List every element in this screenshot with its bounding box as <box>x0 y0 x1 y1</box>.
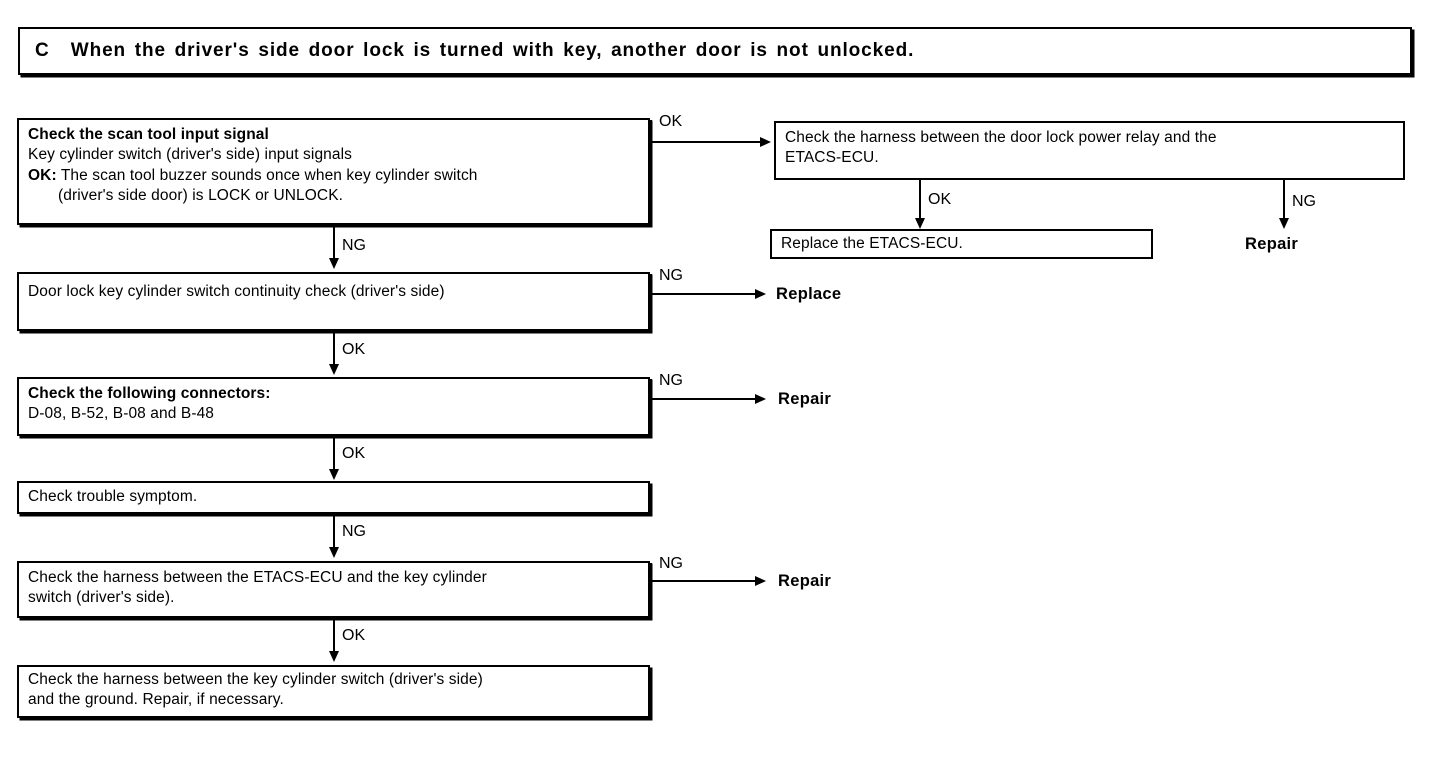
edge-relay-ok-line <box>919 180 921 222</box>
terminal-repair-connectors: Repair <box>778 390 832 408</box>
replace-ecu-text: Replace the ETACS-ECU. <box>781 235 963 252</box>
harness-ecu-key-line1: Check the harness between the ETACS-ECU … <box>28 569 487 586</box>
header-letter: C <box>35 40 49 61</box>
edge-connectors-ng-horizontal <box>650 398 758 400</box>
edge-label-scan-ok: OK <box>659 113 683 130</box>
edge-label-connectors-ok: OK <box>342 445 366 462</box>
edge-label-relay-ng: NG <box>1292 193 1316 210</box>
edge-continuity-ok-arrowhead <box>328 364 339 375</box>
node-harness-ground: Check the harness between the key cylind… <box>17 665 650 718</box>
edge-harness-ecu-ng-horizontal <box>650 580 758 582</box>
continuity-text: Door lock key cylinder switch continuity… <box>28 283 445 300</box>
edge-scan-ok-arrowhead <box>760 136 771 147</box>
harness-relay-line2: ETACS-ECU. <box>785 149 879 167</box>
edge-connectors-ng-arrowhead <box>755 393 766 404</box>
edge-scan-ok-horizontal <box>650 141 762 143</box>
edge-harness-ecu-ok-arrowhead <box>328 651 339 662</box>
node-check-trouble-symptom: Check trouble symptom. <box>17 481 650 514</box>
terminal-repair-harness: Repair <box>778 572 832 590</box>
edge-label-harness-ecu-ng: NG <box>659 555 683 572</box>
node-check-scan-tool: Check the scan tool input signal Key cyl… <box>17 118 650 225</box>
edge-connectors-ng-vertical <box>650 379 652 399</box>
edge-label-symptom-ng: NG <box>342 523 366 540</box>
edge-harness-ecu-ok-line <box>333 619 335 654</box>
edge-label-connectors-ng: NG <box>659 372 683 389</box>
edge-label-continuity-ng: NG <box>659 267 683 284</box>
edge-continuity-ng-arrowhead <box>755 288 766 299</box>
edge-symptom-ng-line <box>333 515 335 550</box>
terminal-replace: Replace <box>776 285 842 303</box>
edge-continuity-ng-vertical <box>650 274 652 294</box>
node-check-connectors: Check the following connectors: D-08, B-… <box>17 377 650 436</box>
harness-relay-line1: Check the harness between the door lock … <box>785 129 1217 146</box>
edge-scan-ng-arrowhead <box>328 258 339 269</box>
scan-tool-line4: (driver's side door) is LOCK or UNLOCK. <box>58 187 344 205</box>
edge-relay-ng-line <box>1283 180 1285 222</box>
page-title: When the driver's side door lock is turn… <box>70 40 915 61</box>
node-harness-power-relay: Check the harness between the door lock … <box>774 121 1405 180</box>
edge-continuity-ng-horizontal <box>650 293 758 295</box>
edge-label-scan-ng: NG <box>342 237 366 254</box>
connectors-title: Check the following connectors: <box>28 385 271 402</box>
edge-harness-ecu-ng-vertical <box>650 563 652 581</box>
edge-relay-ok-arrowhead <box>914 218 925 229</box>
harness-ground-line1: Check the harness between the key cylind… <box>28 671 483 688</box>
edge-connectors-ok-arrowhead <box>328 469 339 480</box>
edge-label-harness-ecu-ok: OK <box>342 627 366 644</box>
node-replace-etacs-ecu: Replace the ETACS-ECU. <box>770 229 1153 259</box>
scan-tool-line2: Key cylinder switch (driver's side) inpu… <box>28 146 353 164</box>
terminal-repair-right: Repair <box>1245 235 1299 253</box>
edge-scan-ok-vertical <box>650 120 652 142</box>
edge-connectors-ok-line <box>333 437 335 472</box>
connectors-line2: D-08, B-52, B-08 and B-48 <box>28 405 215 423</box>
harness-ground-line2: and the ground. Repair, if necessary. <box>28 691 284 709</box>
harness-ecu-key-line2: switch (driver's side). <box>28 589 175 607</box>
scan-tool-line3: The scan tool buzzer sounds once when ke… <box>60 166 478 184</box>
edge-symptom-ng-arrowhead <box>328 547 339 558</box>
scan-tool-title: Check the scan tool input signal <box>28 126 269 143</box>
trouble-symptom-text: Check trouble symptom. <box>28 488 198 505</box>
scan-tool-ok-label: OK: <box>28 166 57 184</box>
edge-label-relay-ok: OK <box>928 191 952 208</box>
node-harness-etacs-key: Check the harness between the ETACS-ECU … <box>17 561 650 618</box>
edge-label-continuity-ok: OK <box>342 341 366 358</box>
edge-continuity-ok-line <box>333 332 335 367</box>
edge-relay-ng-arrowhead <box>1278 218 1289 229</box>
edge-scan-ng-line <box>333 226 335 261</box>
header-banner: C When the driver's side door lock is tu… <box>18 27 1412 75</box>
node-continuity-check: Door lock key cylinder switch continuity… <box>17 272 650 331</box>
edge-harness-ecu-ng-arrowhead <box>755 575 766 586</box>
